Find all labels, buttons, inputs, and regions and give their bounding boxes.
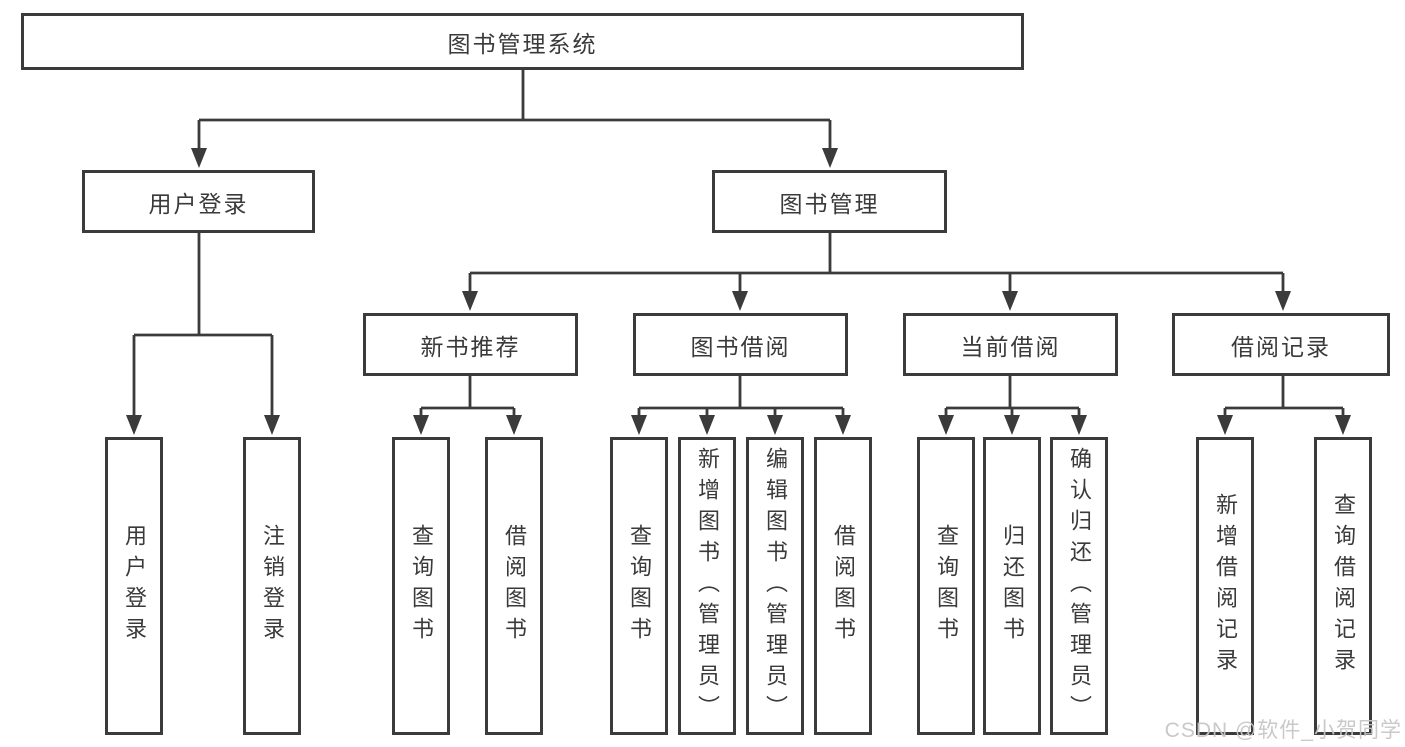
leaf-query-borrow-record: 查询借阅记录 xyxy=(1314,437,1372,735)
leaf-borrow-books-recommend: 借阅图书 xyxy=(485,437,543,735)
watermark: CSDN @软件_小贺同学 xyxy=(1164,719,1402,742)
leaf-return-books-label: 归还图书 xyxy=(1000,524,1025,648)
node-user-login: 用户登录 xyxy=(82,170,315,233)
leaf-add-books-admin: 新增图书（管理员） xyxy=(678,437,736,735)
node-current-borrow: 当前借阅 xyxy=(903,313,1118,376)
leaf-borrow-books: 借阅图书 xyxy=(814,437,872,735)
leaf-logout: 注销登录 xyxy=(243,437,301,735)
leaf-confirm-return-admin-label: 确认归还（管理员） xyxy=(1067,446,1092,726)
leaf-query-books-recommend: 查询图书 xyxy=(392,437,450,735)
leaf-confirm-return-admin: 确认归还（管理员） xyxy=(1050,437,1108,735)
arrowheads xyxy=(126,148,1351,435)
leaf-query-books-recommend-label: 查询图书 xyxy=(409,524,434,648)
leaf-add-books-admin-label: 新增图书（管理员） xyxy=(695,446,720,726)
node-new-book-recommend: 新书推荐 xyxy=(363,313,578,376)
leaf-return-books: 归还图书 xyxy=(983,437,1041,735)
node-book-borrow: 图书借阅 xyxy=(633,313,848,376)
leaf-user-login-label: 用户登录 xyxy=(122,524,147,648)
leaf-user-login: 用户登录 xyxy=(105,437,163,735)
leaf-logout-label: 注销登录 xyxy=(260,524,285,648)
leaf-query-books-borrow: 查询图书 xyxy=(610,437,668,735)
leaf-query-books-borrow-label: 查询图书 xyxy=(627,524,652,648)
leaf-add-borrow-record: 新增借阅记录 xyxy=(1196,437,1254,735)
leaf-add-borrow-record-label: 新增借阅记录 xyxy=(1213,493,1238,679)
leaf-query-books-current-label: 查询图书 xyxy=(934,524,959,648)
leaf-query-books-current: 查询图书 xyxy=(917,437,975,735)
leaf-borrow-books-recommend-label: 借阅图书 xyxy=(502,524,527,648)
leaf-edit-books-admin: 编辑图书（管理员） xyxy=(746,437,804,735)
node-library-system: 图书管理系统 xyxy=(21,13,1024,70)
leaf-edit-books-admin-label: 编辑图书（管理员） xyxy=(763,446,788,726)
leaf-borrow-books-label: 借阅图书 xyxy=(831,524,856,648)
leaf-query-borrow-record-label: 查询借阅记录 xyxy=(1331,493,1356,679)
node-borrow-records: 借阅记录 xyxy=(1172,313,1390,376)
node-book-management: 图书管理 xyxy=(712,170,947,233)
